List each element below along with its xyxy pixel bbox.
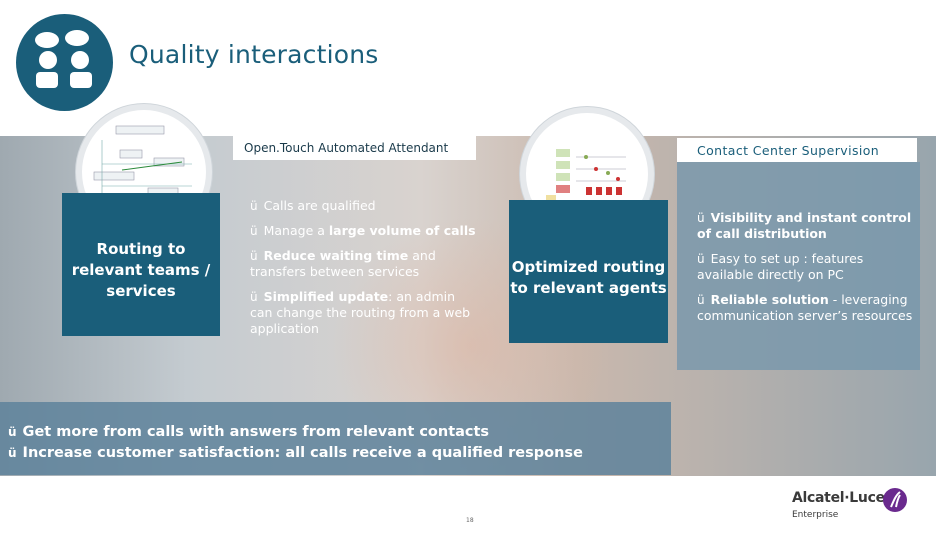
check-icon: ü <box>697 293 705 307</box>
check-icon: ü <box>697 211 705 225</box>
bullet-text: and transfers between services <box>250 248 436 279</box>
summary-lines: ü Get more from calls with answers from r… <box>8 422 583 464</box>
bullet-bold: large volume of calls <box>328 223 476 238</box>
bullet-bold: Reduce waiting time <box>263 248 409 263</box>
oat-label-text: Open.Touch Automated Attendant <box>244 141 449 155</box>
people-chat-icon <box>16 14 113 111</box>
oat-bullet: ü Calls are qualified <box>250 198 480 214</box>
bullet-bold: Simplified update <box>263 289 389 304</box>
oat-bullet: ü Reduce waiting time and transfers betwe… <box>250 248 480 280</box>
ccs-label-text: Contact Center Supervision <box>697 142 880 158</box>
page-number: 18 <box>466 517 474 524</box>
check-icon: ü <box>250 224 258 238</box>
bullet-text: Calls are qualified <box>263 198 376 213</box>
optimized-routing-panel: Optimized routing to relevant agents <box>509 200 668 343</box>
ccs-bullet: ü Reliable solution - leveraging communic… <box>697 292 923 324</box>
check-icon: ü <box>250 249 258 263</box>
optimized-routing-label: Optimized routing to relevant agents <box>510 257 667 297</box>
bullet-text: - leveraging communication server’s reso… <box>697 292 913 323</box>
check-icon: ü <box>697 252 705 266</box>
routing-teams-label: Routing to relevant teams / services <box>71 240 211 300</box>
logo-name: Alcatel·Lucent <box>792 490 901 506</box>
bullet-bold: Reliable solution <box>710 292 829 307</box>
oat-bullet: ü Manage a large volume of calls <box>250 223 480 239</box>
check-icon: ü <box>8 425 17 439</box>
check-icon: ü <box>8 446 17 460</box>
summary-text: Increase customer satisfaction: all call… <box>22 445 583 461</box>
summary-line: ü Get more from calls with answers from r… <box>8 422 583 443</box>
logo-mark-icon <box>883 488 907 512</box>
check-icon: ü <box>250 199 258 213</box>
bullet-text: Easy to set up : features available dire… <box>697 251 864 282</box>
ccs-label: Contact Center Supervision <box>677 138 917 162</box>
page-title: Quality interactions <box>129 40 379 69</box>
summary-bar <box>0 402 671 475</box>
logo-sub: Enterprise <box>792 510 839 520</box>
bullet-text: : an admin can change the routing from a… <box>250 289 471 336</box>
routing-teams-panel: Routing to relevant teams / services <box>62 193 220 336</box>
summary-line: ü Increase customer satisfaction: all cal… <box>8 443 583 464</box>
check-icon: ü <box>250 290 258 304</box>
bullet-bold: Visibility and instant control of call d… <box>697 210 912 241</box>
supervision-panel <box>677 162 920 370</box>
bullet-text: Manage a <box>263 223 329 238</box>
oat-label: Open.Touch Automated Attendant <box>233 136 476 160</box>
summary-text: Get more from calls with answers from re… <box>22 424 490 440</box>
oat-bullet: ü Simplified update: an admin can change … <box>250 289 480 337</box>
